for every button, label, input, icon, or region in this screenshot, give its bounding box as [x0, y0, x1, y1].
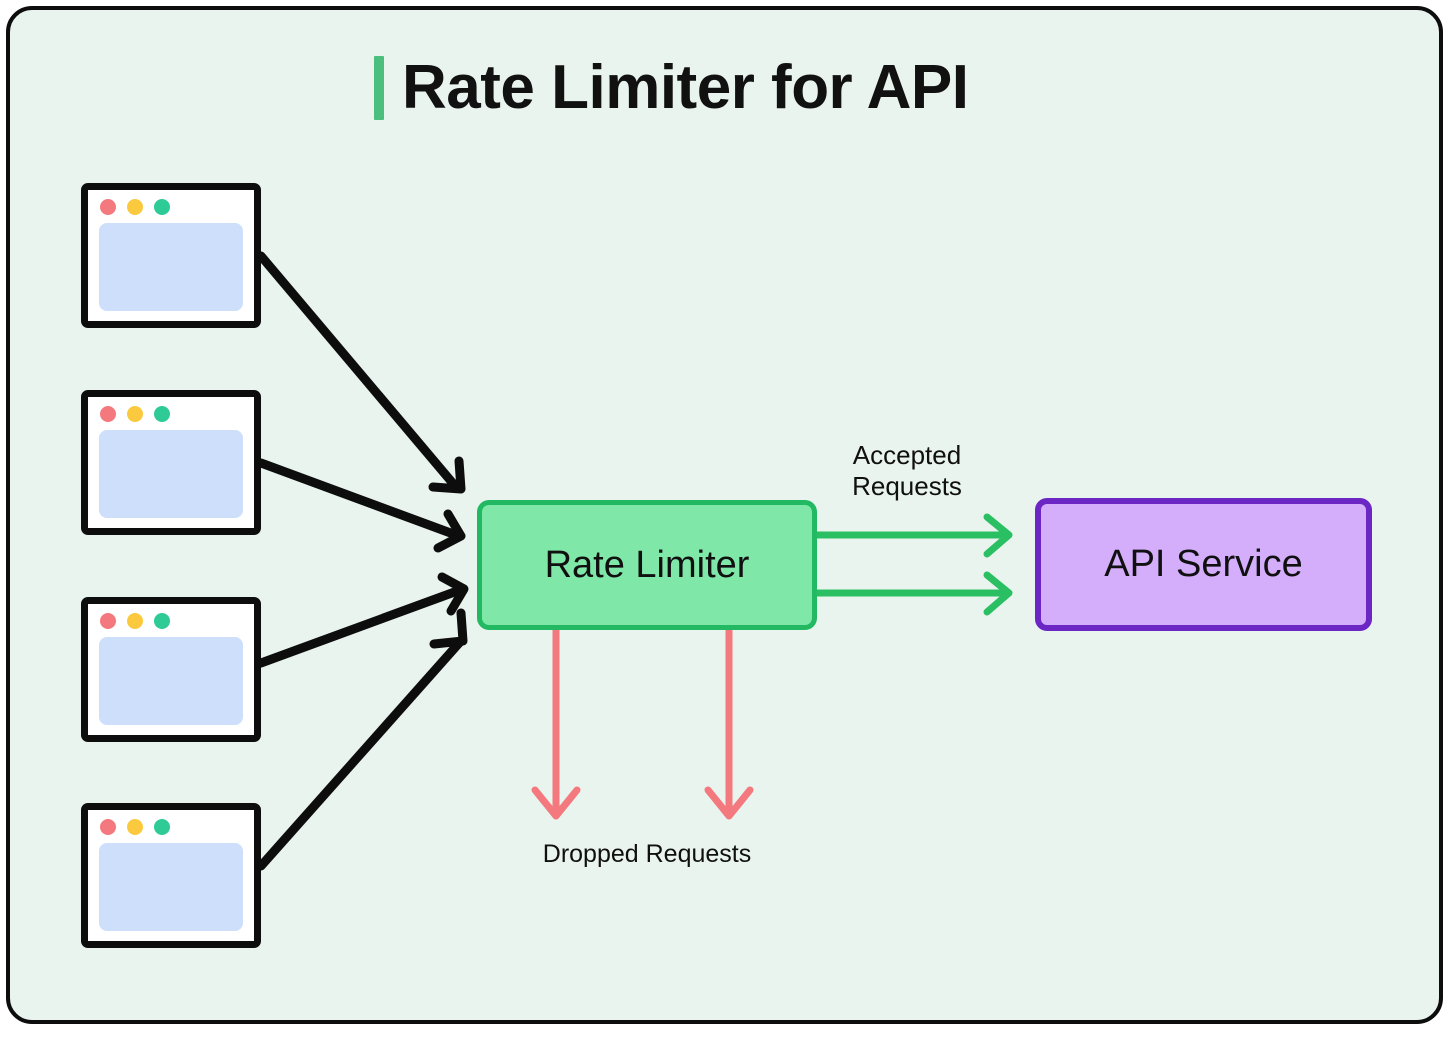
close-dot-icon[interactable]	[100, 198, 116, 215]
window-titlebar	[88, 397, 254, 430]
node-api-service[interactable]: API Service	[1035, 498, 1372, 631]
client-window-3[interactable]	[81, 597, 261, 742]
window-titlebar	[88, 810, 254, 843]
close-dot-icon[interactable]	[100, 405, 116, 422]
maximize-dot-icon[interactable]	[154, 612, 170, 629]
maximize-dot-icon[interactable]	[154, 405, 170, 422]
client-window-2[interactable]	[81, 390, 261, 535]
window-content-area	[99, 430, 243, 518]
minimize-dot-icon[interactable]	[127, 405, 143, 422]
maximize-dot-icon[interactable]	[154, 818, 170, 835]
maximize-dot-icon[interactable]	[154, 198, 170, 215]
window-titlebar	[88, 190, 254, 223]
window-content-area	[99, 637, 243, 725]
client-window-4[interactable]	[81, 803, 261, 948]
minimize-dot-icon[interactable]	[127, 198, 143, 215]
node-rate-limiter[interactable]: Rate Limiter	[477, 500, 817, 630]
close-dot-icon[interactable]	[100, 612, 116, 629]
dropped-requests-label: Dropped Requests	[542, 840, 752, 868]
accepted-requests-label: Accepted Requests	[852, 440, 962, 501]
client-window-1[interactable]	[81, 183, 261, 328]
window-content-area	[99, 223, 243, 311]
window-content-area	[99, 843, 243, 931]
page-title-text: Rate Limiter for API	[402, 53, 969, 122]
close-dot-icon[interactable]	[100, 818, 116, 835]
minimize-dot-icon[interactable]	[127, 612, 143, 629]
node-api-service-label: API Service	[1104, 543, 1303, 585]
minimize-dot-icon[interactable]	[127, 818, 143, 835]
title-accent-bar	[374, 56, 384, 120]
window-titlebar	[88, 604, 254, 637]
node-rate-limiter-label: Rate Limiter	[544, 543, 750, 586]
page-title: Rate Limiter for API	[374, 48, 969, 128]
